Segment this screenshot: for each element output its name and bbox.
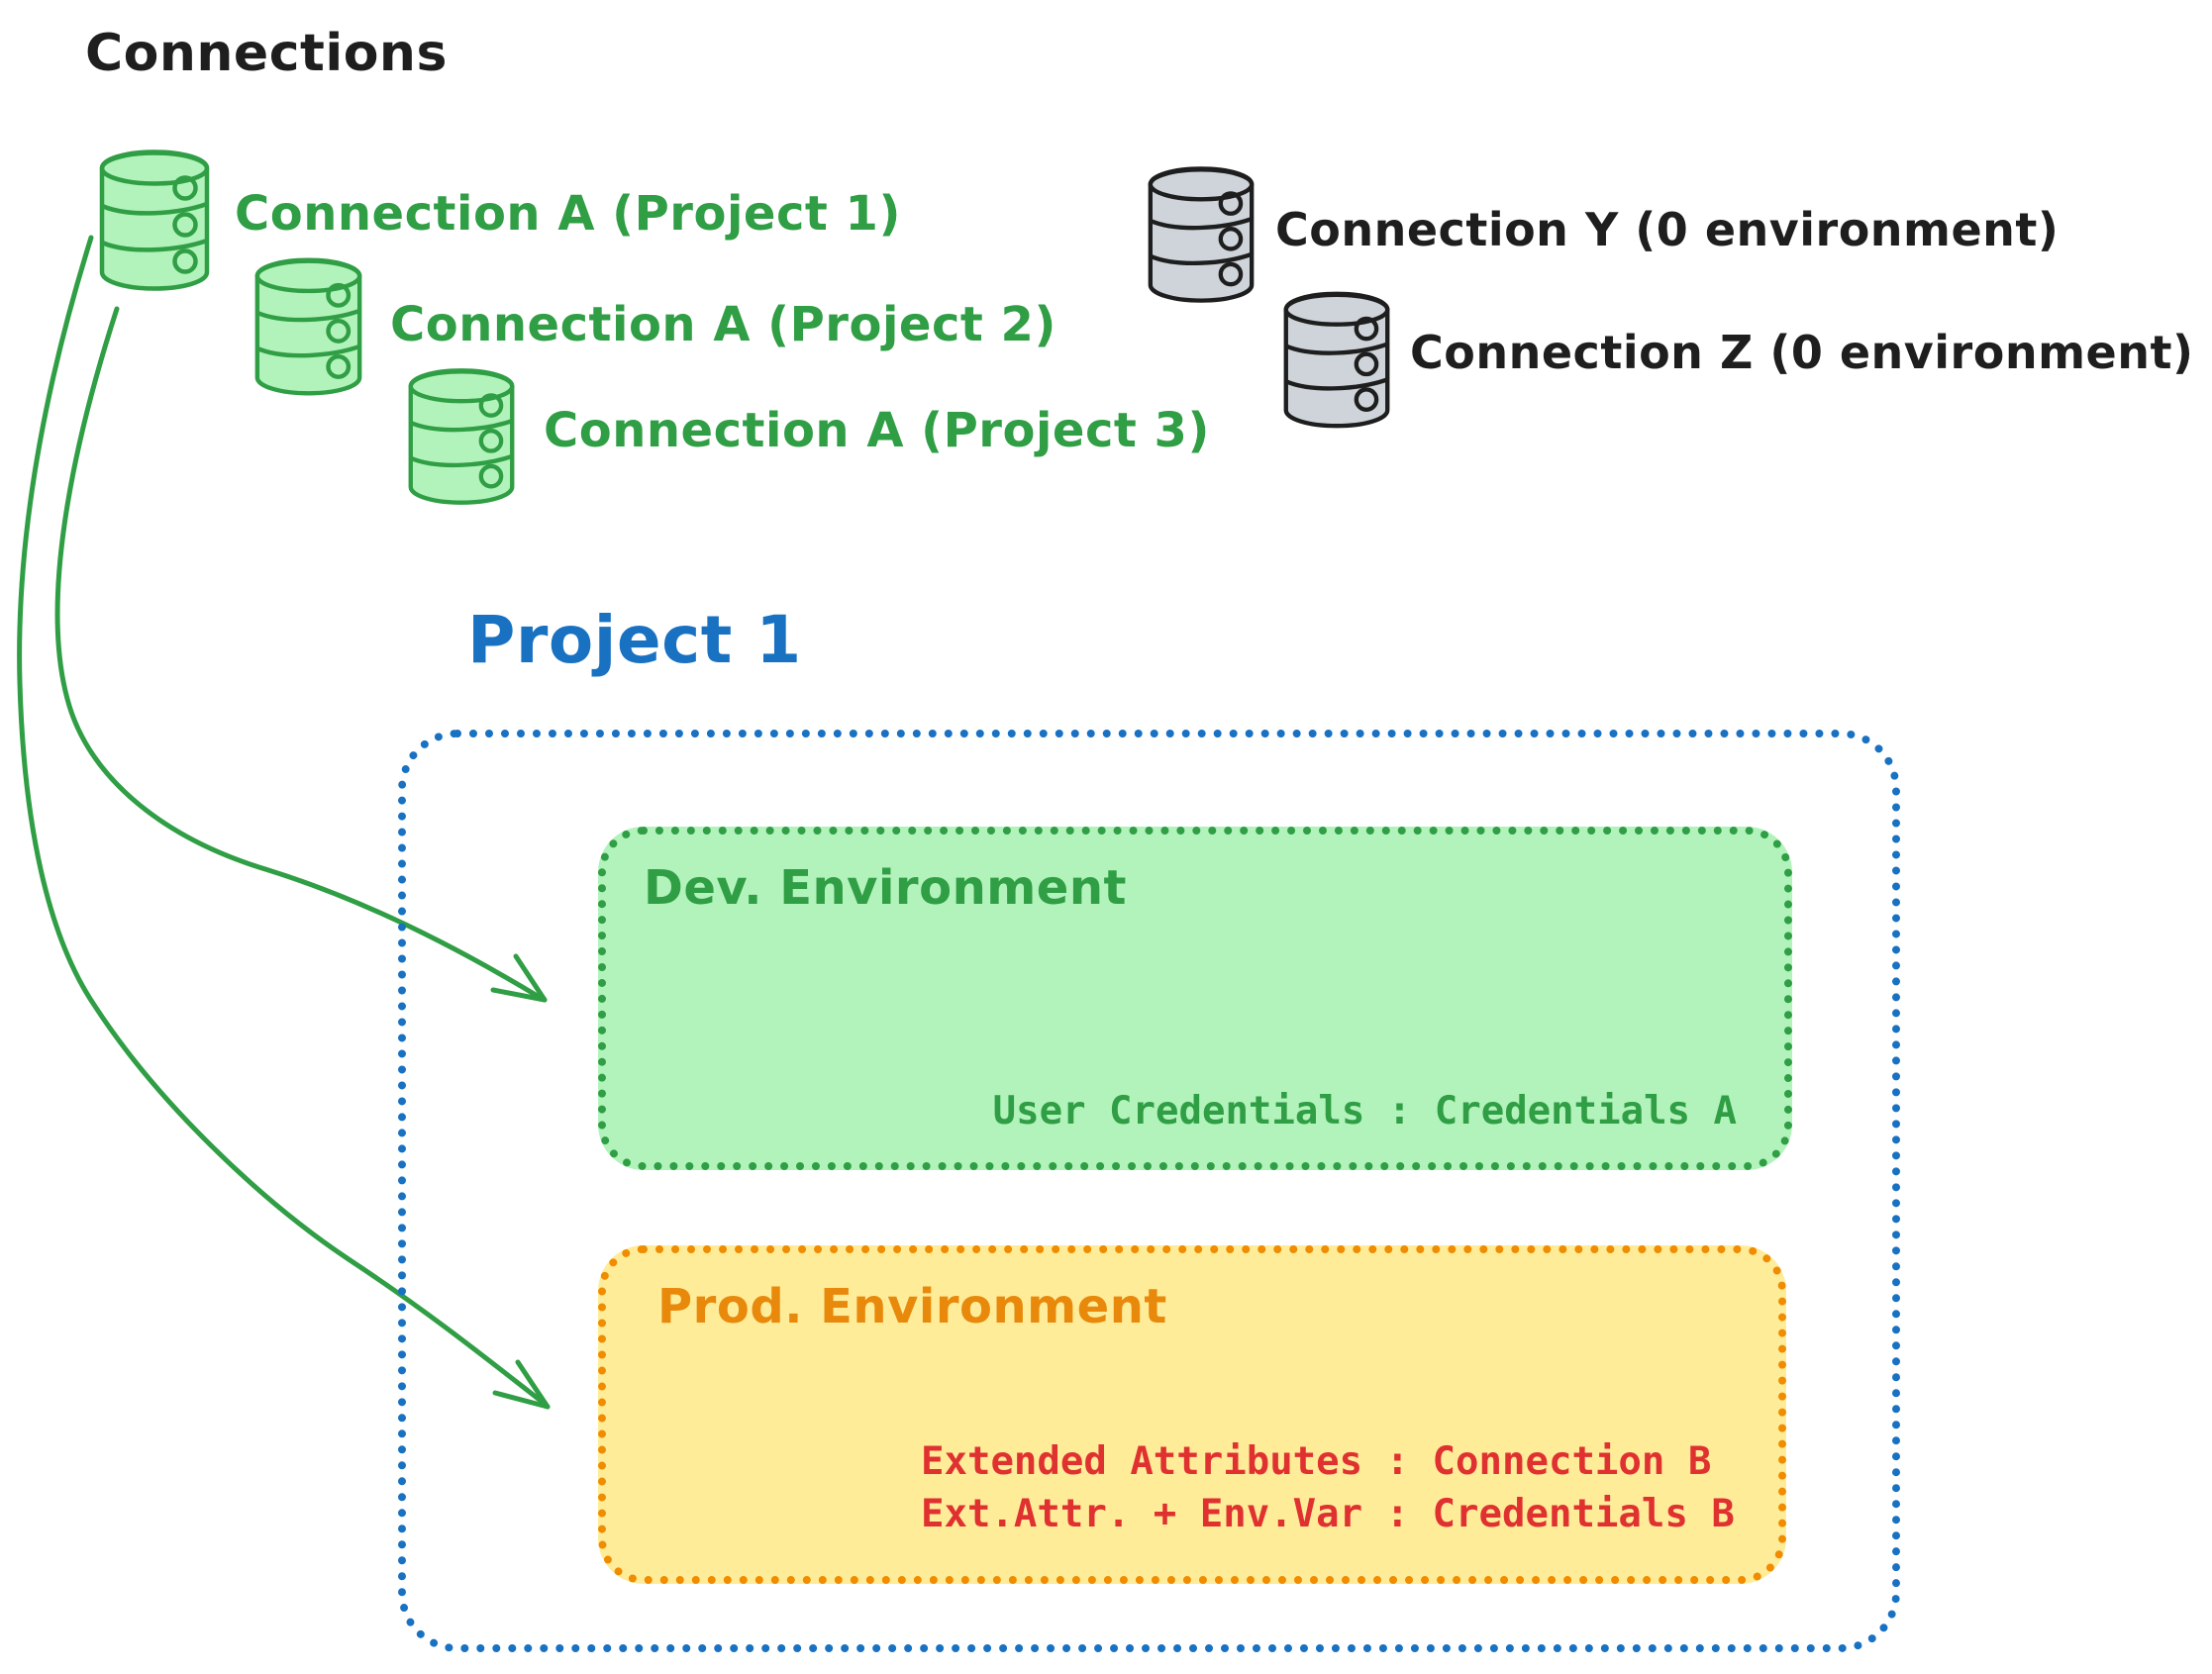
project-frame [398,730,1900,1652]
database-icon [1283,291,1390,429]
database-icon [254,257,362,396]
database-icon [99,149,210,291]
prod-environment-box: Prod. Environment Extended Attributes : … [598,1245,1786,1584]
prod-credentials-line: Extended Attributes : Connection B [921,1439,1712,1484]
connection-label: Connection Y (0 environment) [1275,203,2060,256]
connection-label: Connection Z (0 environment) [1410,326,2194,379]
connection-label: Connection A (Project 2) [390,297,1056,352]
database-icon [1148,166,1255,303]
dev-credentials-text: User Credentials : Credentials A [992,1089,1737,1133]
prod-environment-title: Prod. Environment [657,1279,1167,1334]
connection-label: Connection A (Project 3) [544,403,1210,458]
prod-credentials-line: Ext.Attr. + Env.Var : Credentials B [921,1492,1735,1536]
dev-environment-box: Dev. Environment User Credentials : Cred… [598,827,1792,1170]
diagram-title: Connections [85,24,448,83]
project-title: Project 1 [467,602,802,678]
prod-credentials-text: Extended Attributes : Connection B Ext.A… [921,1435,1735,1540]
connection-label: Connection A (Project 1) [235,186,901,242]
database-icon [408,368,515,505]
dev-environment-title: Dev. Environment [644,860,1127,916]
